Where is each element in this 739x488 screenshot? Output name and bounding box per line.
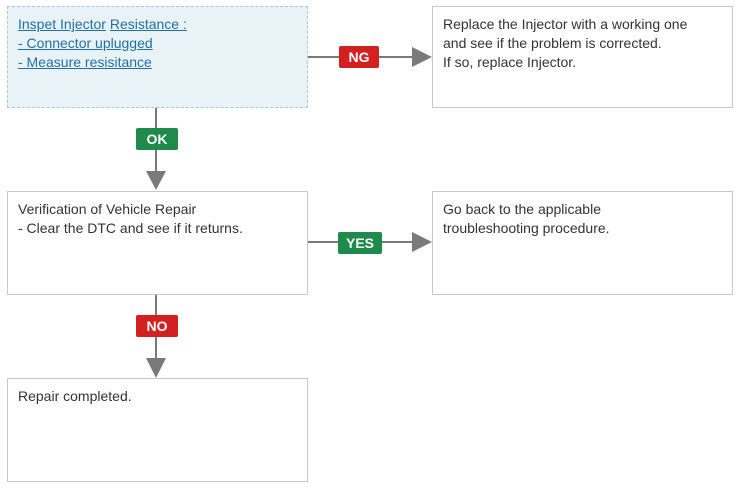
ok-badge: OK bbox=[136, 128, 178, 150]
measure-resistance-link[interactable]: - Measure resisitance bbox=[18, 54, 152, 70]
inspect-injector-link[interactable]: Inspet Injector bbox=[18, 16, 106, 32]
replace-line-1: Replace the Injector with a working one bbox=[443, 16, 688, 32]
repair-line-1: Repair completed. bbox=[18, 388, 132, 404]
verification-box: Verification of Vehicle Repair - Clear t… bbox=[7, 191, 308, 295]
replace-injector-box: Replace the Injector with a working one … bbox=[432, 6, 733, 108]
connector-unplugged-link[interactable]: - Connector uplugged bbox=[18, 35, 153, 51]
goback-line-1: Go back to the applicable bbox=[443, 201, 601, 217]
connector-ok-arrowhead bbox=[146, 171, 166, 190]
go-back-box: Go back to the applicable troubleshootin… bbox=[432, 191, 733, 295]
replace-line-3: If so, replace Injector. bbox=[443, 54, 577, 70]
no-badge: NO bbox=[136, 315, 178, 337]
goback-line-2: troubleshooting procedure. bbox=[443, 220, 610, 236]
verify-line-2: - Clear the DTC and see if it returns. bbox=[18, 220, 243, 236]
connector-yes-arrowhead bbox=[412, 232, 432, 252]
verify-line-1: Verification of Vehicle Repair bbox=[18, 201, 197, 217]
yes-badge: YES bbox=[338, 232, 382, 254]
connector-ng-arrowhead bbox=[412, 47, 432, 67]
ng-badge: NG bbox=[339, 46, 379, 68]
inspect-title-line: Inspet Injector Resistance : bbox=[18, 15, 297, 34]
connector-no-arrowhead bbox=[146, 358, 166, 378]
resistance-link[interactable]: Resistance : bbox=[109, 16, 187, 32]
inspect-injector-box: Inspet Injector Resistance : - Connector… bbox=[7, 6, 308, 108]
replace-line-2: and see if the problem is corrected. bbox=[443, 35, 662, 51]
repair-completed-box: Repair completed. bbox=[7, 378, 308, 482]
